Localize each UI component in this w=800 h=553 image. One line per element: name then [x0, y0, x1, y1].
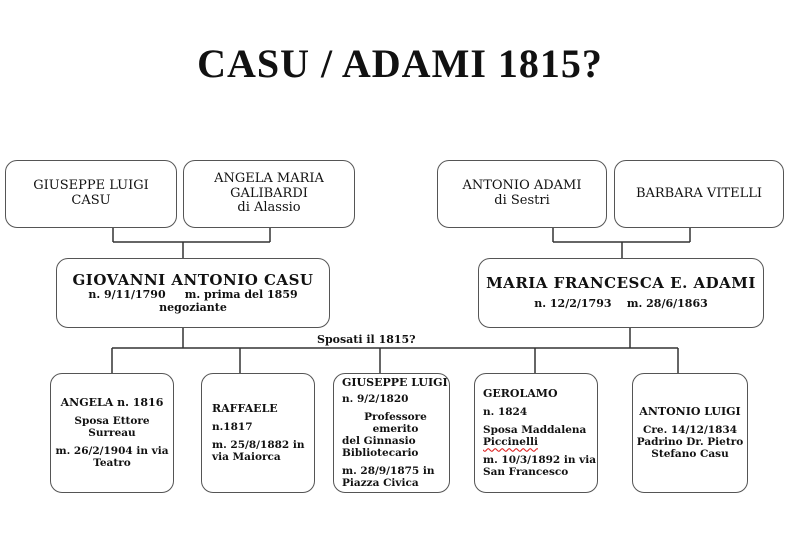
box-line: GEROLAMO: [483, 386, 558, 400]
box-line: GALIBARDI: [230, 185, 308, 201]
box-line: Teatro: [93, 457, 131, 470]
box-line: m. 25/8/1882 in: [212, 439, 305, 452]
box-line: ANGELA MARIA: [214, 170, 324, 186]
box-line: di Sestri: [494, 193, 550, 208]
box-line: Piccinelli: [483, 436, 538, 449]
box-line: n. 9/11/1790 m. prima del 1859: [88, 287, 298, 301]
box-line: m. 28/9/1875 in: [342, 464, 435, 477]
grandparent-box-antonio-adami: ANTONIO ADAMI di Sestri: [437, 160, 607, 228]
box-line: Padrino Dr. Pietro: [636, 436, 744, 449]
box-line: n. 12/2/1793 m. 28/6/1863: [534, 297, 708, 311]
parent-box-maria-francesca-adami: MARIA FRANCESCA E. ADAMI n. 12/2/1793 m.…: [478, 258, 764, 328]
marriage-label: Sposati il 1815?: [315, 333, 418, 346]
box-line: di Alassio: [237, 200, 301, 216]
box-line: n.1817: [212, 421, 253, 434]
box-line: del Ginnasio: [342, 434, 416, 447]
box-line: BARBARA VITELLI: [635, 185, 763, 201]
box-line: Piazza Civica: [342, 476, 419, 489]
grandparent-box-angela-maria-galibardi: ANGELA MARIA GALIBARDI di Alassio: [183, 160, 355, 228]
box-line: ANTONIO LUIGI: [639, 404, 741, 418]
child-box-antonio-luigi: ANTONIO LUIGI Cre. 14/12/1834 Padrino Dr…: [632, 373, 748, 493]
box-line: n. 1824: [483, 406, 528, 419]
box-line: GIUSEPPE LUIGI: [342, 375, 448, 389]
box-line: San Francesco: [483, 466, 569, 479]
box-line: GIOVANNI ANTONIO CASU: [72, 270, 314, 289]
box-line: CASU: [71, 193, 111, 208]
box-line: Surreau: [88, 427, 136, 440]
box-line: RAFFAELE: [212, 401, 278, 415]
grandparent-box-barbara-vitelli: BARBARA VITELLI: [614, 160, 784, 228]
box-line: m. 10/3/1892 in via: [483, 454, 597, 467]
child-box-gerolamo: GEROLAMO n. 1824 Sposa Maddalena Piccine…: [474, 373, 598, 493]
box-line: Bibliotecario: [342, 446, 419, 459]
box-line: n. 9/2/1820: [342, 392, 409, 405]
box-line: GIUSEPPE LUIGI: [33, 178, 149, 194]
child-box-giuseppe-luigi: GIUSEPPE LUIGI n. 9/2/1820 Professore em…: [333, 373, 450, 493]
grandparent-box-giuseppe-luigi-casu: GIUSEPPE LUIGI CASU: [5, 160, 177, 228]
box-line: Cre. 14/12/1834: [643, 424, 737, 437]
box-line: Stefano Casu: [651, 448, 729, 461]
box-line: Sposa Ettore: [74, 415, 150, 428]
page-title: CASU / ADAMI 1815?: [197, 41, 603, 86]
box-line: via Maiorca: [212, 451, 281, 464]
child-box-raffaele: RAFFAELE n.1817 m. 25/8/1882 in via Maio…: [201, 373, 315, 493]
box-line: ANTONIO ADAMI: [462, 178, 582, 194]
box-line: Professore emerito: [364, 410, 427, 435]
box-line: MARIA FRANCESCA E. ADAMI: [486, 274, 756, 293]
box-line: negoziante: [159, 300, 227, 314]
box-line: m. 26/2/1904 in via: [55, 445, 169, 458]
parent-box-giovanni-antonio-casu: GIOVANNI ANTONIO CASU n. 9/11/1790 m. pr…: [56, 258, 330, 328]
child-box-angela: ANGELA n. 1816 Sposa Ettore Surreau m. 2…: [50, 373, 174, 493]
box-line: Sposa Maddalena: [483, 424, 587, 437]
box-line: ANGELA n. 1816: [60, 395, 164, 409]
